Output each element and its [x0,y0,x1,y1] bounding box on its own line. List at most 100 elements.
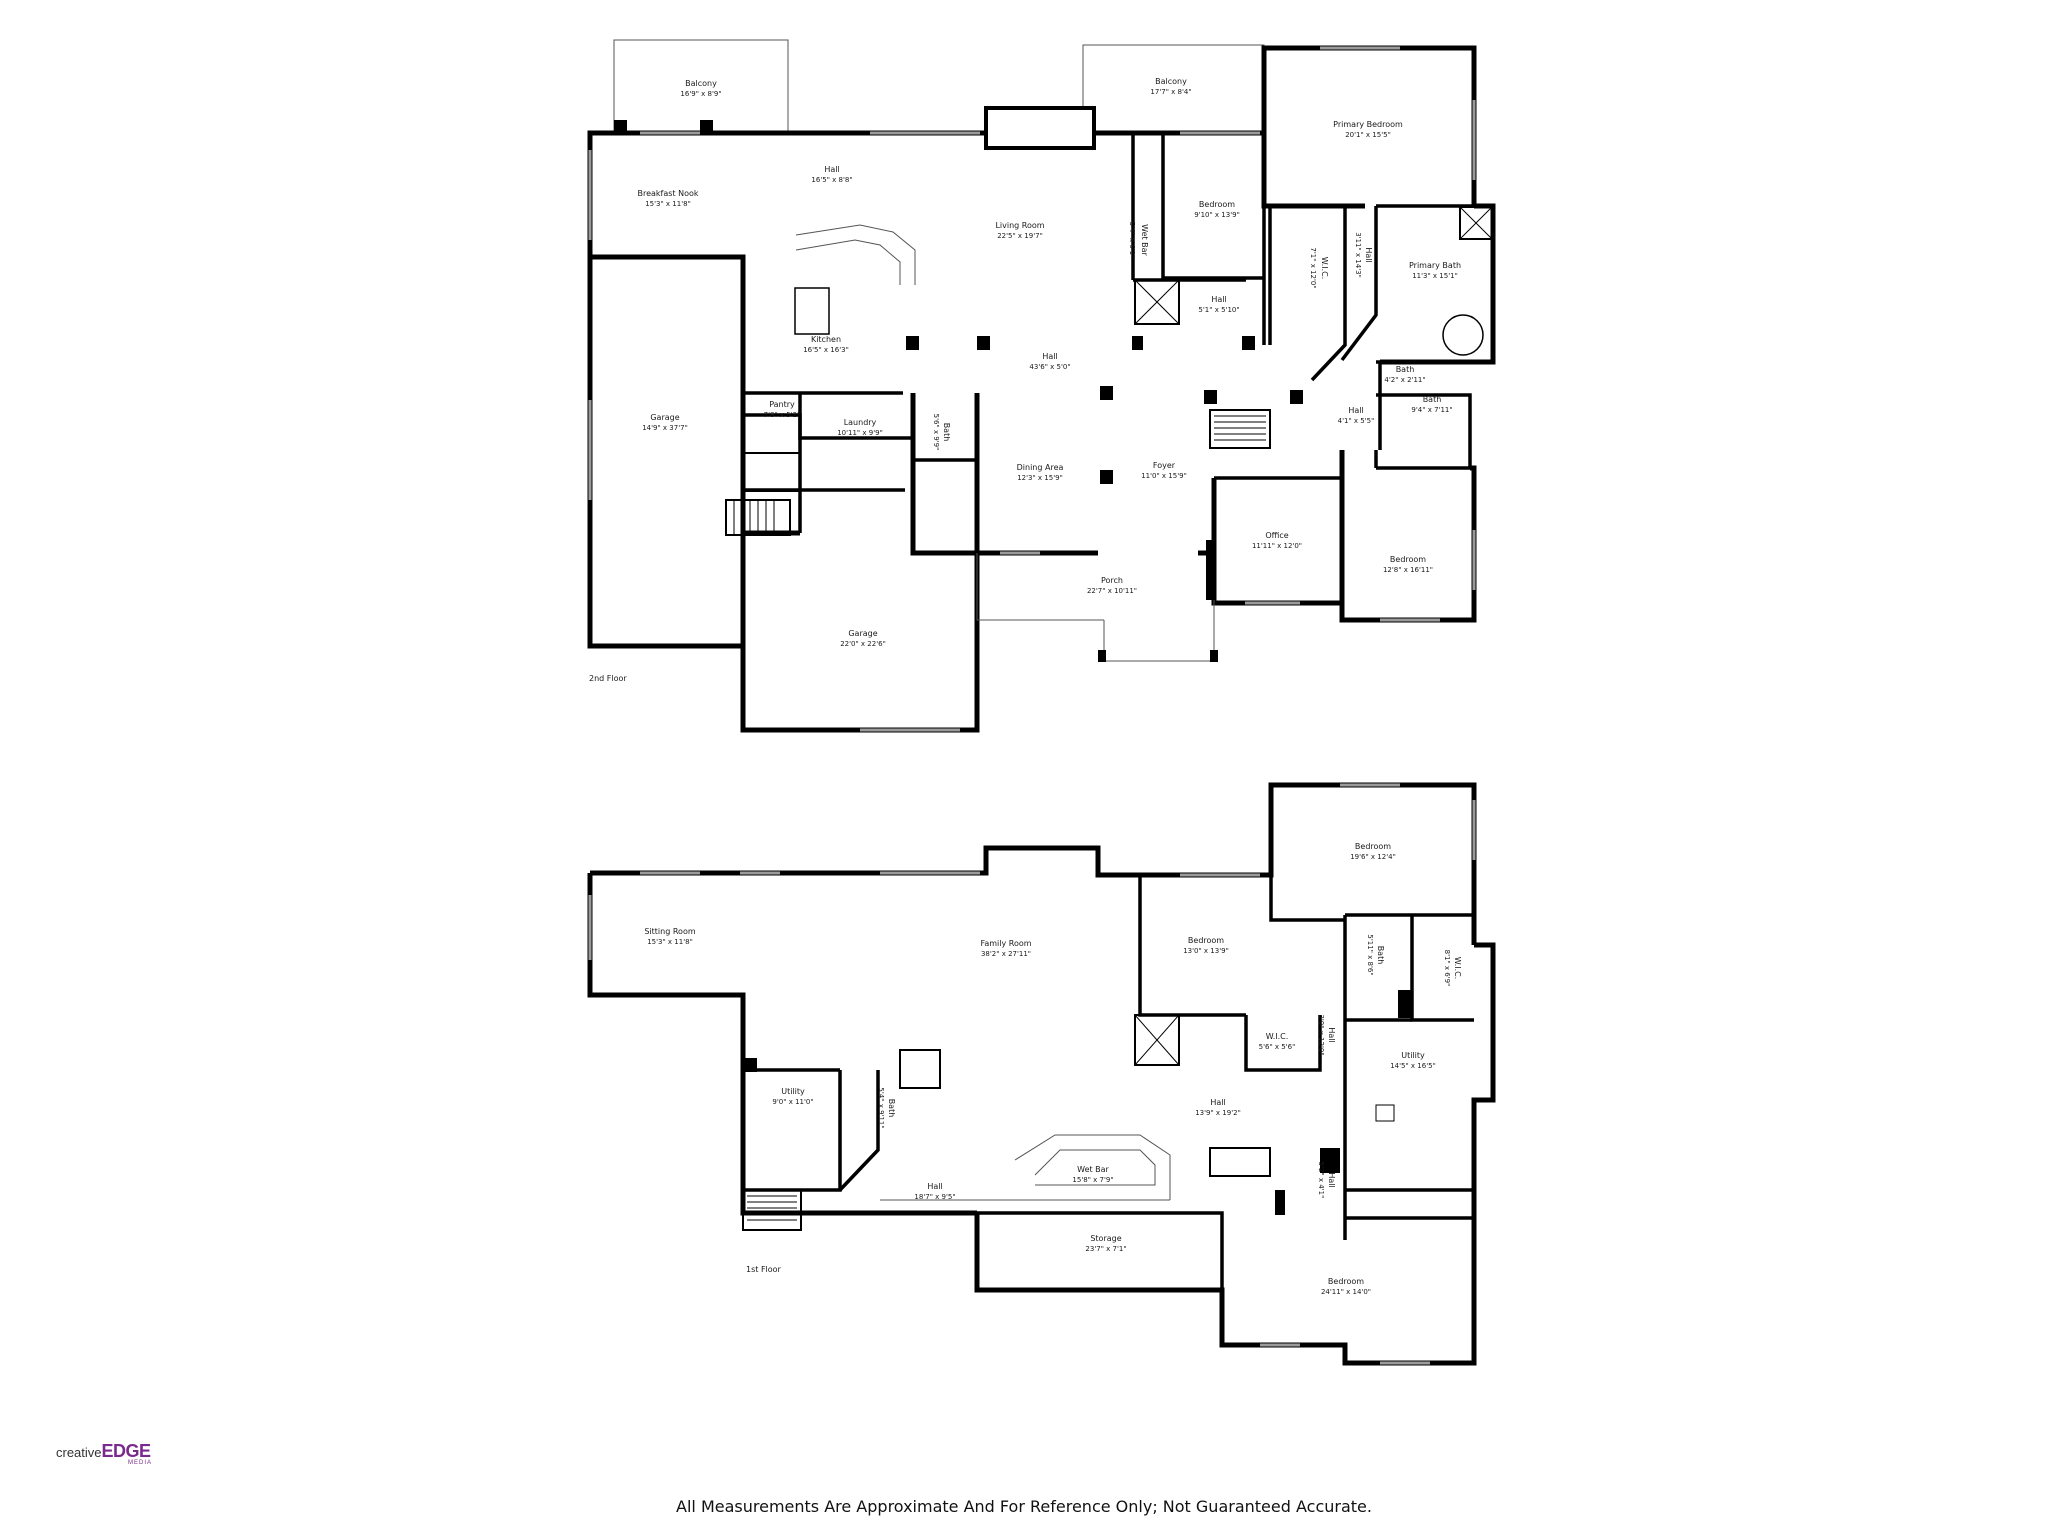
room-name: Sitting Room [644,927,695,936]
room-name: Garage [650,413,679,422]
room-dims: 12'8" x 16'11" [1383,566,1433,574]
room-name: Kitchen [811,335,841,344]
room-name: Balcony [685,79,717,88]
room-name: Bedroom [1199,200,1235,209]
room-name: Breakfast Nook [637,189,698,198]
room-name: Bedroom [1390,555,1426,564]
room-name: Dining Area [1017,463,1064,472]
room-name: Hall [1348,406,1363,415]
room-dims: 11'0" x 15'9" [1141,472,1187,480]
room-name: Utility [1401,1051,1425,1060]
company-logo: creativeEDGE MEDIA [56,1441,152,1466]
floor-label: 1st Floor [746,1265,782,1274]
room-dims: 10'11" x 9'9" [837,429,883,437]
room-dims: 3'11" x 14'3" [1354,232,1362,278]
room-dims: 9'4" x 7'11" [1411,406,1452,414]
room-dims: 22'0" x 22'6" [840,640,886,648]
logo-prefix: creative [56,1445,102,1460]
room-name: Balcony [1155,77,1187,86]
room-dims: 16'5" x 8'8" [811,176,852,184]
room-dims: 3'0" x 12'0" [1317,1014,1325,1055]
room-name: Storage [1090,1234,1121,1243]
room-dims: 7'1" x 12'0" [1309,247,1317,288]
room-dims: 5'4" x 6'1" [1128,222,1136,259]
room-dims: 7'8" x 5'2" [764,411,801,419]
room-dims: 5'1" x 5'10" [1198,306,1239,314]
room-dims: 5'4" x 9'11" [877,1087,885,1128]
room-name: Bath [887,1099,896,1118]
room-name: Hall [1042,352,1057,361]
room-dims: 43'6" x 5'0" [1029,363,1070,371]
room-name: Hall [927,1182,942,1191]
room-name: Bath [1376,946,1385,965]
logo-brand: EDGE [101,1441,152,1461]
room-dims: 15'8" x 7'9" [1072,1176,1113,1184]
room-dims: 12'3" x 15'9" [1017,474,1063,482]
room-dims: 11'3" x 15'1" [1412,272,1458,280]
room-name: Bath [1396,365,1415,374]
room-dims: 22'5" x 19'7" [997,232,1043,240]
second-floor-walls [587,39,1496,733]
room-dims: 15'3" x 11'8" [647,938,693,946]
room-dims: 9'10" x 13'9" [1194,211,1240,219]
room-name: Laundry [844,418,877,427]
room-name: W.I.C. [1266,1032,1289,1041]
room-name: Bedroom [1355,842,1391,851]
room-dims: 15'3" x 11'8" [645,200,691,208]
room-name: Garage [848,629,877,638]
room-dims: 11'11" x 12'0" [1252,542,1302,550]
room-dims: 5'11" x 8'6" [1366,934,1374,975]
room-name: Hall [1327,1027,1336,1042]
room-name: Utility [781,1087,805,1096]
room-name: Pantry [769,400,795,409]
room-dims: 4'1" x 5'5" [1338,417,1375,425]
room-dims: 5'6" x 5'6" [1259,1043,1296,1051]
second-floor-labels: Balcony 16'9" x 8'9" Balcony 17'7" x 8'4… [589,77,1461,683]
first-floor-labels: Bedroom 19'6" x 12'4" Sitting Room 15'3"… [644,842,1462,1296]
room-name: Living Room [995,221,1044,230]
room-dims: 23'7" x 7'1" [1085,1245,1126,1253]
room-dims: 5'2" x 4'1" [1317,1162,1325,1199]
room-dims: 4'2" x 2'11" [1384,376,1425,384]
room-name: Porch [1101,576,1123,585]
logo-suffix: MEDIA [128,1460,153,1466]
room-name: Hall [1210,1098,1225,1107]
room-name: Hall [824,165,839,174]
room-name: Bedroom [1328,1277,1364,1286]
room-name: Foyer [1153,461,1176,470]
room-name: Hall [1211,295,1226,304]
room-dims: 9'0" x 11'0" [772,1098,813,1106]
room-dims: 24'11" x 14'0" [1321,1288,1371,1296]
room-name: Bedroom [1188,936,1224,945]
room-dims: 8'1" x 6'9" [1443,950,1451,987]
room-dims: 16'5" x 16'3" [803,346,849,354]
disclaimer-text: All Measurements Are Approximate And For… [676,1497,1372,1516]
room-name: W.I.C. [1320,257,1329,280]
room-name: W.I.C. [1453,957,1462,980]
first-floor-walls [587,782,1496,1366]
room-dims: 14'5" x 16'5" [1390,1062,1436,1070]
room-dims: 5'6" x 9'9" [932,414,940,451]
room-name: Hall [1327,1172,1336,1187]
room-dims: 13'0" x 13'9" [1183,947,1229,955]
room-dims: 18'7" x 9'5" [914,1193,955,1201]
room-name: Office [1265,531,1288,540]
room-dims: 17'7" x 8'4" [1150,88,1191,96]
room-name: Primary Bedroom [1333,120,1403,129]
room-dims: 22'7" x 10'11" [1087,587,1137,595]
room-name: Family Room [980,939,1031,948]
room-dims: 13'9" x 19'2" [1195,1109,1241,1117]
room-dims: 19'6" x 12'4" [1350,853,1396,861]
room-name: Wet Bar [1140,224,1149,256]
room-name: Primary Bath [1409,261,1461,270]
room-dims: 14'9" x 37'7" [642,424,688,432]
room-name: Bath [942,423,951,442]
room-dims: 16'9" x 8'9" [680,90,721,98]
room-name: Bath [1423,395,1442,404]
room-dims: 38'2" x 27'11" [981,950,1031,958]
room-dims: 20'1" x 15'5" [1345,131,1391,139]
floor-label: 2nd Floor [589,674,627,683]
room-name: Wet Bar [1077,1165,1109,1174]
room-name: Hall [1364,247,1373,262]
